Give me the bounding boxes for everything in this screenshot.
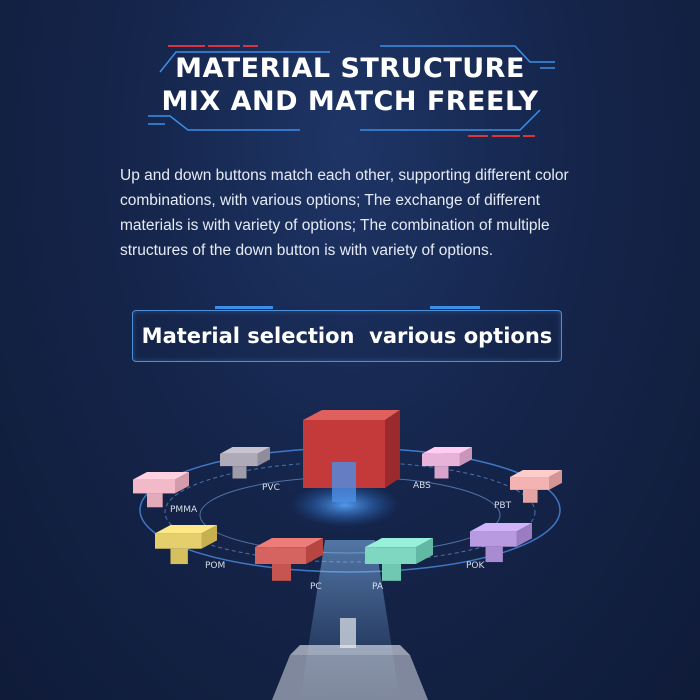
keycap-pc: [255, 538, 323, 581]
center-keycap: [303, 410, 400, 502]
title-frame-decoration: [148, 45, 555, 137]
material-label-pbt: PBT: [494, 501, 512, 511]
keycap-pom: [155, 525, 217, 565]
material-label-abs: ABS: [413, 481, 431, 491]
title-line-2: MIX AND MATCH FREELY: [161, 86, 539, 117]
clear-switch: [272, 618, 428, 700]
keycap-pa: [365, 538, 433, 581]
center-glow: [290, 483, 400, 527]
material-label-pom: POM: [205, 561, 225, 571]
banner-accent-right: [430, 306, 480, 309]
page-title: MATERIAL STRUCTURE MIX AND MATCH FREELY: [0, 52, 700, 118]
material-label-pmma: PMMA: [170, 505, 198, 515]
material-illustration: PVC ABS PMMA PBT POM PC PA POK: [133, 410, 562, 700]
title-line-1: MATERIAL STRUCTURE: [175, 53, 525, 84]
material-label-pa: PA: [372, 582, 384, 592]
orbit-ring-mid: [164, 461, 536, 563]
keycap-abs: [422, 447, 472, 479]
material-label-pc: PC: [310, 582, 322, 592]
banner-accent-left: [215, 306, 273, 309]
keycap-pbt: [510, 470, 562, 503]
banner-label: Material selection various options: [141, 324, 553, 348]
material-label-pok: POK: [466, 561, 486, 571]
description-text: Up and down buttons match each other, su…: [120, 167, 569, 259]
keycap-pmma: [133, 472, 189, 508]
keycap-pvc: [220, 447, 270, 479]
keycap-pok: [470, 523, 532, 563]
material-label-pvc: PVC: [262, 483, 280, 493]
material-selection-banner: Material selection various options: [132, 310, 562, 362]
